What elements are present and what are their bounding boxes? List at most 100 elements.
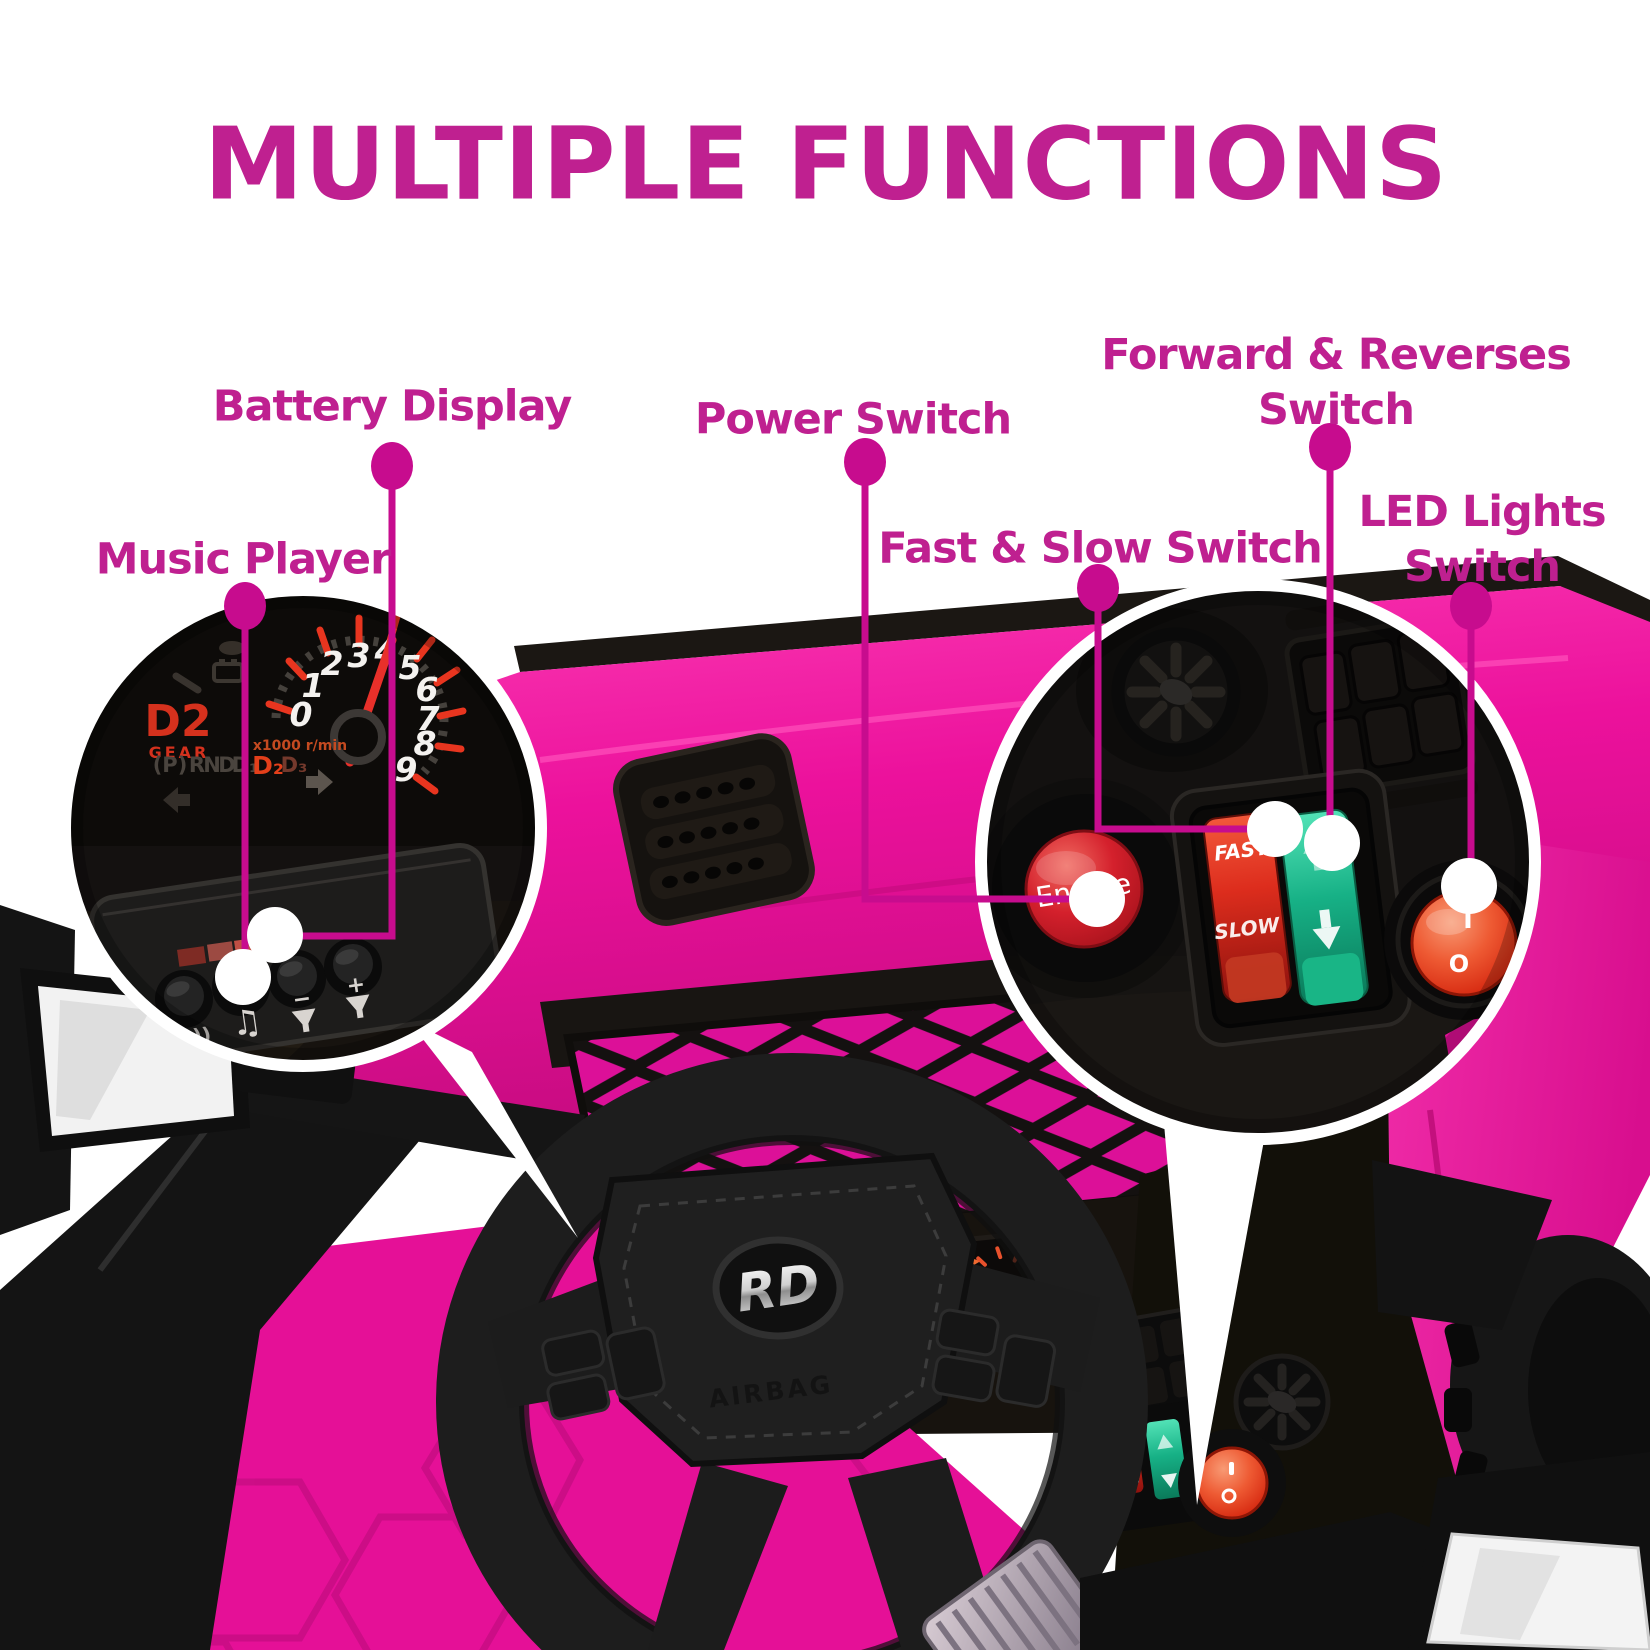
wheel-button-pods xyxy=(541,1308,1057,1421)
tach-number: 0 xyxy=(290,695,313,734)
fast-slow-target-dot xyxy=(1247,801,1303,857)
right-circle-pointer-wedge xyxy=(1163,1112,1267,1505)
wheel-spoke-bottom-left xyxy=(648,1462,788,1650)
wheel-button xyxy=(541,1329,606,1377)
mini-forward-rocker xyxy=(1145,1419,1189,1500)
mini-on-mark xyxy=(1229,1462,1234,1475)
tach-number: 9 xyxy=(395,750,418,789)
gear-d: D xyxy=(218,753,235,777)
wrench-icon xyxy=(172,672,202,694)
rd-logo: RD xyxy=(733,1253,824,1324)
plus-glyph: + xyxy=(345,972,367,999)
mini-off-mark xyxy=(1221,1488,1237,1504)
gear-indicator: D2 xyxy=(144,696,211,747)
right-wheel-inner xyxy=(1528,1278,1650,1502)
wheel-button xyxy=(546,1373,611,1421)
power-target-dot xyxy=(1069,871,1125,927)
label-battery-display: Battery Display xyxy=(212,381,573,432)
fast-slow-callout-line xyxy=(1094,588,1272,833)
fan-hub xyxy=(1267,1391,1297,1413)
gear-d3: D₃ xyxy=(281,753,308,777)
steering-wheel: RD AIRBAG xyxy=(436,1053,1148,1650)
tach-unit: x1000 r/min xyxy=(253,738,347,754)
wheel-rim xyxy=(436,1053,1148,1650)
led-segment xyxy=(177,946,207,967)
mirror-glass-streak xyxy=(56,1000,150,1120)
tach-number: 1 xyxy=(302,666,325,705)
tach-number: 8 xyxy=(414,724,437,763)
speaker-fan xyxy=(1076,608,1268,772)
wheel-button xyxy=(605,1326,666,1401)
off-mark: O xyxy=(1449,950,1469,978)
music-buttons xyxy=(155,938,382,1028)
rocker-lip xyxy=(1225,952,1287,1003)
hood-vent-scoop xyxy=(613,733,815,926)
power-callout-line xyxy=(861,462,1094,903)
right-zoom-circle: Engine FAST SLOW xyxy=(975,579,1541,1505)
music-note-icon: ♫ xyxy=(229,1001,265,1045)
callout-target-dots xyxy=(215,801,1497,1005)
gear-d2: D₂ xyxy=(252,751,284,780)
gear-p: (P) xyxy=(153,753,188,777)
label-power-switch: Power Switch xyxy=(694,394,1012,445)
left-arrow-indicator xyxy=(163,787,190,813)
forward-label-dot xyxy=(1309,423,1351,471)
label-led-lights-switch: LED Lights Switch xyxy=(1358,485,1606,595)
wheel-button xyxy=(935,1308,1000,1357)
scoop-holes xyxy=(653,777,764,888)
vent-grid xyxy=(1284,590,1479,819)
volume-up-button xyxy=(324,938,382,996)
fender-black xyxy=(1372,1160,1552,1330)
left-circle-pointer-wedge xyxy=(408,1020,578,1238)
a-pillar xyxy=(0,1075,420,1650)
music-target-dot xyxy=(215,949,271,1005)
fast-slow-label-dot xyxy=(1077,564,1119,612)
label-fast-slow-switch: Fast & Slow Switch xyxy=(878,523,1322,574)
label-led-line1: LED Lights xyxy=(1358,486,1606,537)
mini-down-arrow-icon xyxy=(1161,1472,1177,1488)
left-zoom-circle: D2 GEAR 0 1 2 3 4 5 xyxy=(59,584,578,1238)
left-circle-content: D2 GEAR 0 1 2 3 4 5 xyxy=(70,595,536,1061)
battery-terminal xyxy=(231,659,237,664)
tach-number: 7 xyxy=(417,699,440,738)
horn-button xyxy=(155,970,213,1028)
down-arrow-icon xyxy=(1312,909,1341,950)
pedal-ribs xyxy=(935,1549,1097,1650)
callouts xyxy=(241,447,1475,975)
volume-down-icon: − xyxy=(291,986,316,1033)
hood-top-trim xyxy=(514,556,1650,672)
page-title: MULTIPLE FUNCTIONS xyxy=(203,105,1449,223)
rocker-lip xyxy=(1302,952,1364,1006)
right-arrow-indicator xyxy=(306,769,333,795)
led-label-dot xyxy=(1450,582,1492,630)
label-music-player: Music Player xyxy=(95,534,392,585)
funnel-glyph xyxy=(291,1008,316,1033)
minus-glyph: − xyxy=(291,986,313,1013)
tach-ticks xyxy=(265,612,467,795)
music-label-dot xyxy=(224,582,266,630)
fan-blades xyxy=(1243,1363,1321,1441)
volume-up-icon: + xyxy=(345,972,370,1019)
label-led-line2: Switch xyxy=(1403,542,1561,592)
power-label-dot xyxy=(844,438,886,486)
lens-gloss xyxy=(1426,909,1470,935)
led-target-dot xyxy=(1441,858,1497,914)
label-forward-reverse-switch: Forward & Reverses Switch xyxy=(1101,328,1572,438)
tach-hub xyxy=(330,709,386,765)
label-forward-line2: Switch xyxy=(1257,385,1415,435)
fan-hub xyxy=(1159,679,1193,705)
battery-target-dot xyxy=(247,907,303,963)
gear-row: (P) R N D D₁ D₂ D₃ xyxy=(153,751,308,780)
right-mirror-streak xyxy=(1460,1548,1560,1640)
battery-terminal xyxy=(219,659,225,664)
right-circle-ring xyxy=(975,579,1541,1145)
gear-r: R xyxy=(189,753,205,777)
wheel-button xyxy=(995,1334,1057,1408)
funnel-glyph xyxy=(345,994,370,1019)
gear-n: N xyxy=(203,753,221,777)
fast-slow-rocker: FAST SLOW xyxy=(1202,812,1292,1003)
fan-blades xyxy=(1126,642,1226,742)
tach-number: 5 xyxy=(399,648,422,687)
